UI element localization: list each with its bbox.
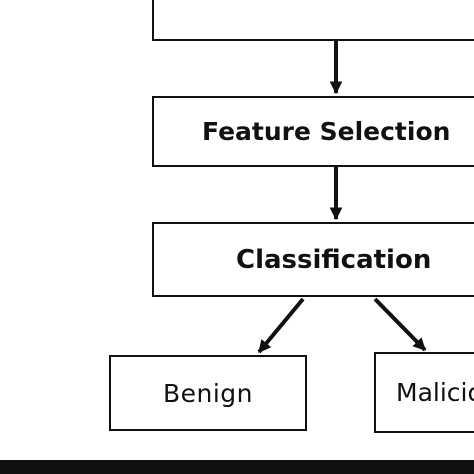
classification-label: Classification bbox=[236, 244, 432, 275]
malicious-box: Malicious bbox=[374, 352, 474, 433]
classification-box: Classification bbox=[152, 222, 474, 297]
malicious-label: Malicious bbox=[396, 378, 474, 407]
arrow-classification-to-benign bbox=[257, 297, 305, 354]
benign-box: Benign bbox=[109, 355, 307, 431]
feature-selection-label: Feature Selection bbox=[202, 117, 451, 146]
benign-label: Benign bbox=[162, 378, 254, 408]
feature-selection-box: Feature Selection bbox=[152, 96, 474, 167]
bottom-border-bar bbox=[0, 460, 474, 474]
previous-step-box bbox=[152, 0, 474, 41]
arrow-classification-to-malicious bbox=[373, 297, 427, 352]
